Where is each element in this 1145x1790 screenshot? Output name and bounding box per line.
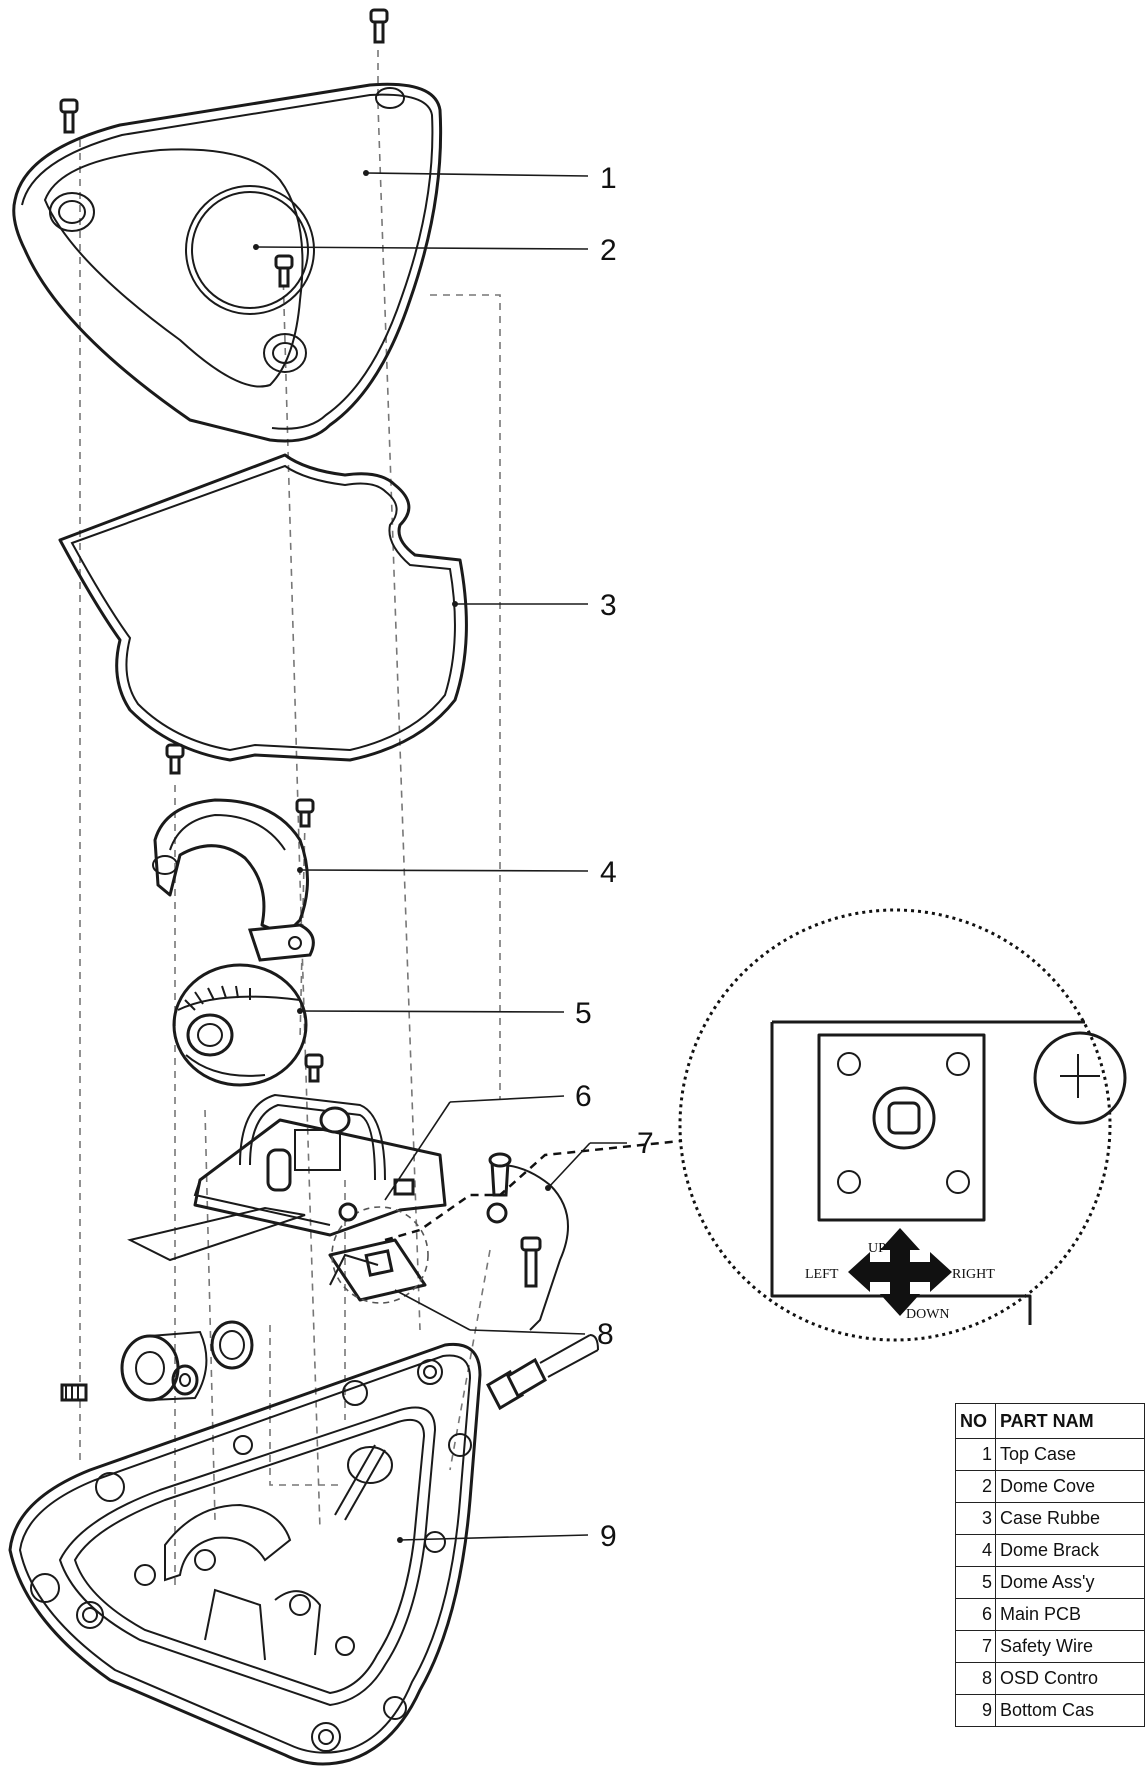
header-part-name: PART NAM	[995, 1403, 1145, 1439]
direction-left-label: LEFT	[805, 1267, 839, 1282]
case-rubber	[58, 453, 468, 762]
row-part-name: Top Case	[995, 1438, 1145, 1471]
callout-8: 8	[394, 1289, 614, 1351]
safety-wire	[488, 1152, 569, 1331]
direction-down-label: DOWN	[906, 1307, 950, 1322]
washer-small	[171, 1364, 199, 1396]
screw-safety-wire	[520, 1236, 542, 1288]
osd-detail-zoom: UP LEFT RIGHT DOWN	[384, 908, 1127, 1342]
callout-1-label: 1	[600, 162, 617, 195]
callout-5: 5	[297, 997, 592, 1030]
row-part-name: Main PCB	[995, 1598, 1145, 1631]
row-no: 1	[955, 1438, 996, 1471]
callout-8-label: 8	[597, 1318, 614, 1351]
main-pcb	[127, 1093, 447, 1262]
row-no: 5	[955, 1566, 996, 1599]
dome-assembly	[172, 963, 308, 1087]
washer-o-ring	[210, 1320, 254, 1370]
row-part-name: Case Rubbe	[995, 1502, 1145, 1535]
callout-9: 9	[397, 1520, 617, 1553]
callout-6-label: 6	[575, 1080, 592, 1113]
callout-3-label: 3	[600, 589, 617, 622]
screw-center	[274, 254, 294, 288]
cable-gland	[486, 1334, 599, 1411]
row-part-name: OSD Contro	[995, 1662, 1145, 1695]
row-no: 6	[955, 1598, 996, 1631]
callout-7: 7	[545, 1127, 654, 1191]
row-no: 8	[955, 1662, 996, 1695]
callouts: 1 2 3 4 5 6 7	[253, 162, 654, 1553]
screw-top-right	[369, 8, 389, 44]
callout-4: 4	[297, 856, 617, 889]
callout-4-label: 4	[600, 856, 617, 889]
callout-5-label: 5	[575, 997, 592, 1030]
connector-plug	[60, 1383, 88, 1402]
direction-up-label: UP	[868, 1241, 886, 1256]
row-no: 9	[955, 1694, 996, 1727]
row-part-name: Dome Brack	[995, 1534, 1145, 1567]
parts-table-header: NO PART NAM	[955, 1403, 1145, 1439]
row-no: 4	[955, 1534, 996, 1567]
screw-bracket-right	[295, 798, 315, 828]
row-part-name: Bottom Cas	[995, 1694, 1145, 1727]
callout-3: 3	[452, 589, 617, 622]
screw-top-left	[59, 98, 79, 134]
row-no: 2	[955, 1470, 996, 1503]
screw-bracket-left	[165, 743, 185, 775]
direction-right-label: RIGHT	[952, 1267, 995, 1282]
top-case	[12, 82, 443, 443]
row-no: 3	[955, 1502, 996, 1535]
callout-1: 1	[363, 162, 617, 195]
callout-6: 6	[384, 1080, 592, 1201]
header-no: NO	[955, 1403, 996, 1439]
callout-9-label: 9	[600, 1520, 617, 1553]
row-no: 7	[955, 1630, 996, 1663]
screw-pcb-top	[304, 1053, 324, 1083]
row-part-name: Dome Cove	[995, 1470, 1145, 1503]
row-part-name: Dome Ass'y	[995, 1566, 1145, 1599]
osd-control-board	[328, 1202, 508, 1304]
bottom-case	[8, 1342, 482, 1766]
callout-2-label: 2	[600, 234, 617, 267]
dome-bracket	[152, 798, 315, 962]
row-part-name: Safety Wire	[995, 1630, 1145, 1663]
callout-7-label: 7	[637, 1127, 654, 1160]
callout-2: 2	[253, 234, 617, 267]
